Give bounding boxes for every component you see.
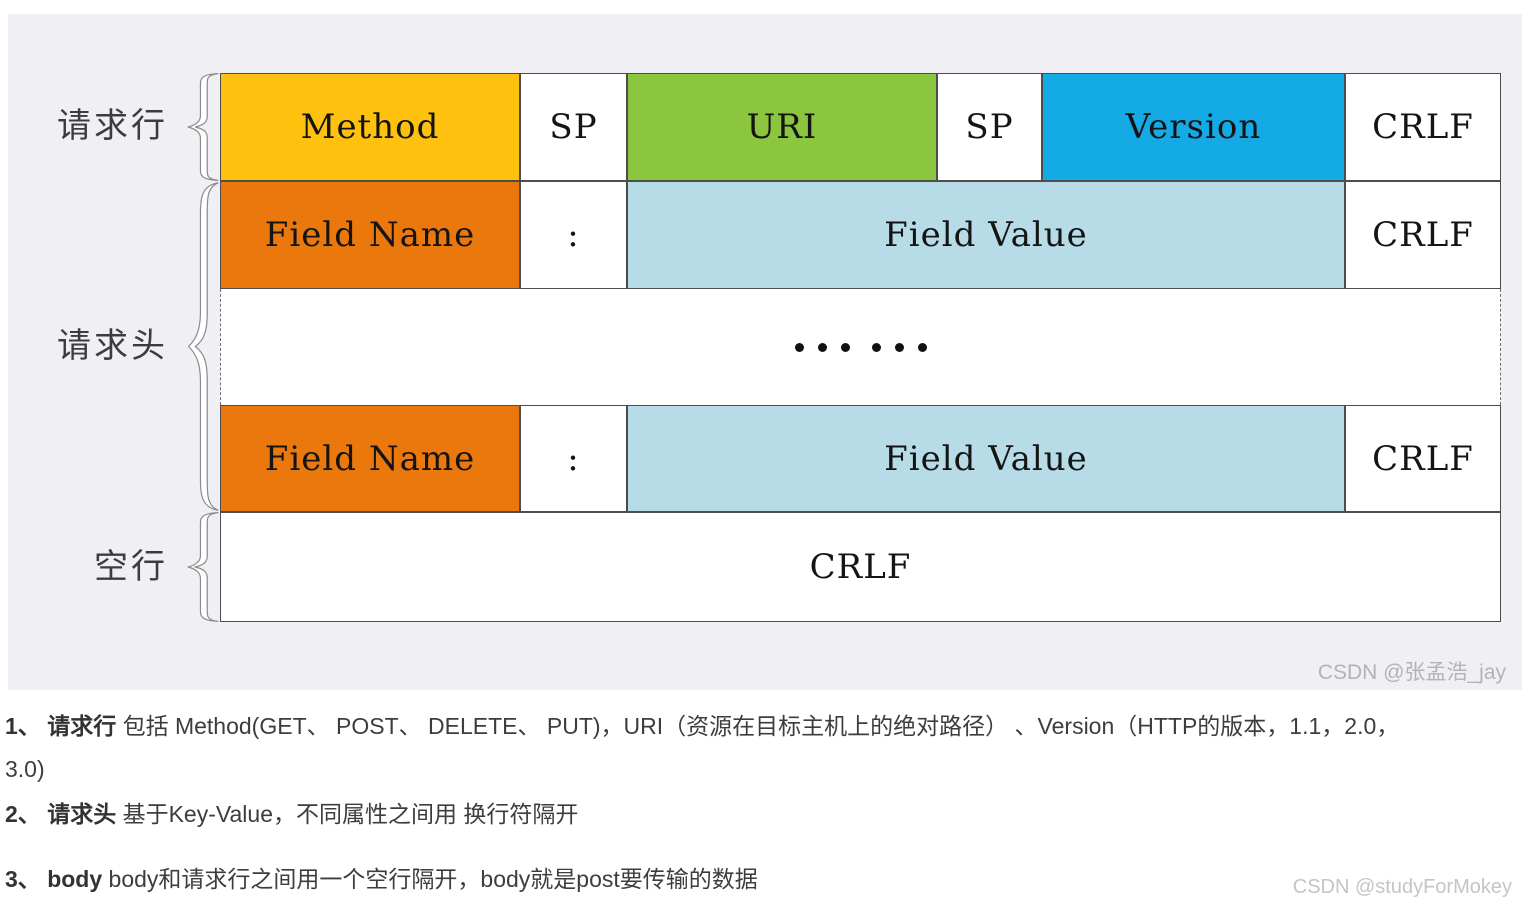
ellipsis-dot [894, 342, 904, 352]
cell-crlf-2: CRLF [1345, 181, 1501, 289]
watermark-page: CSDN @studyForMokey [1292, 876, 1512, 898]
label-empty-line: 空行 [94, 547, 168, 587]
watermark-diagram: CSDN @张孟浩_jay [1317, 661, 1506, 684]
ellipsis-dot [871, 342, 881, 352]
note-3-text: body和请求行之间用一个空行隔开，body就是post要传输的数据 [102, 866, 758, 892]
note-3: 3、 body body和请求行之间用一个空行隔开，body就是post要传输的… [5, 858, 1521, 901]
cell-method: Method [220, 73, 520, 181]
cell-uri: URI [627, 73, 937, 181]
note-1-keyword: 请求行 [47, 713, 117, 739]
note-3-number: 3、 [5, 866, 48, 892]
cell-colon-1: : [520, 181, 627, 289]
label-request-line: 请求行 [57, 106, 168, 146]
ellipsis-dot [794, 342, 804, 352]
cell-field-name-2: Field Name [220, 405, 520, 512]
note-1-continued: 3.0) [5, 756, 45, 782]
cell-crlf-empty-line: CRLF [220, 512, 1501, 622]
note-2: 2、 请求头 基于Key-Value，不同属性之间用 换行符隔开 [5, 793, 1521, 836]
note-1: 1、 请求行 包括 Method(GET、 POST、 DELETE、 PUT)… [5, 705, 1521, 748]
http-request-structure-diagram: 请求行 请求头 空行 Method SP URI SP Version CRLF… [8, 14, 1522, 690]
ellipsis-dots [220, 289, 1501, 405]
note-3-keyword: body [47, 866, 103, 892]
note-1-text: 包括 Method(GET、 POST、 DELETE、 PUT)，URI（资源… [116, 713, 1400, 739]
label-request-headers: 请求头 [57, 326, 168, 366]
cell-crlf-3: CRLF [1345, 405, 1501, 512]
brace-request-headers [186, 181, 220, 512]
cell-field-value-2: Field Value [627, 405, 1345, 512]
ellipsis-dot [917, 342, 927, 352]
brace-empty-line [186, 512, 220, 622]
cell-sp-2: SP [937, 73, 1042, 181]
note-1-number: 1、 [5, 713, 48, 739]
cell-field-name-1: Field Name [220, 181, 520, 289]
ellipsis-dot [817, 342, 827, 352]
note-2-text: 基于Key-Value，不同属性之间用 换行符隔开 [116, 801, 579, 827]
brace-request-line [186, 73, 220, 181]
cell-field-value-1: Field Value [627, 181, 1345, 289]
note-2-keyword: 请求头 [47, 801, 117, 827]
cell-sp-1: SP [520, 73, 627, 181]
ellipsis-dot [840, 342, 850, 352]
notes: 1、 请求行 包括 Method(GET、 POST、 DELETE、 PUT)… [5, 705, 1521, 901]
cell-crlf-1: CRLF [1345, 73, 1501, 181]
cell-version: Version [1042, 73, 1345, 181]
note-2-number: 2、 [5, 801, 48, 827]
cell-colon-2: : [520, 405, 627, 512]
